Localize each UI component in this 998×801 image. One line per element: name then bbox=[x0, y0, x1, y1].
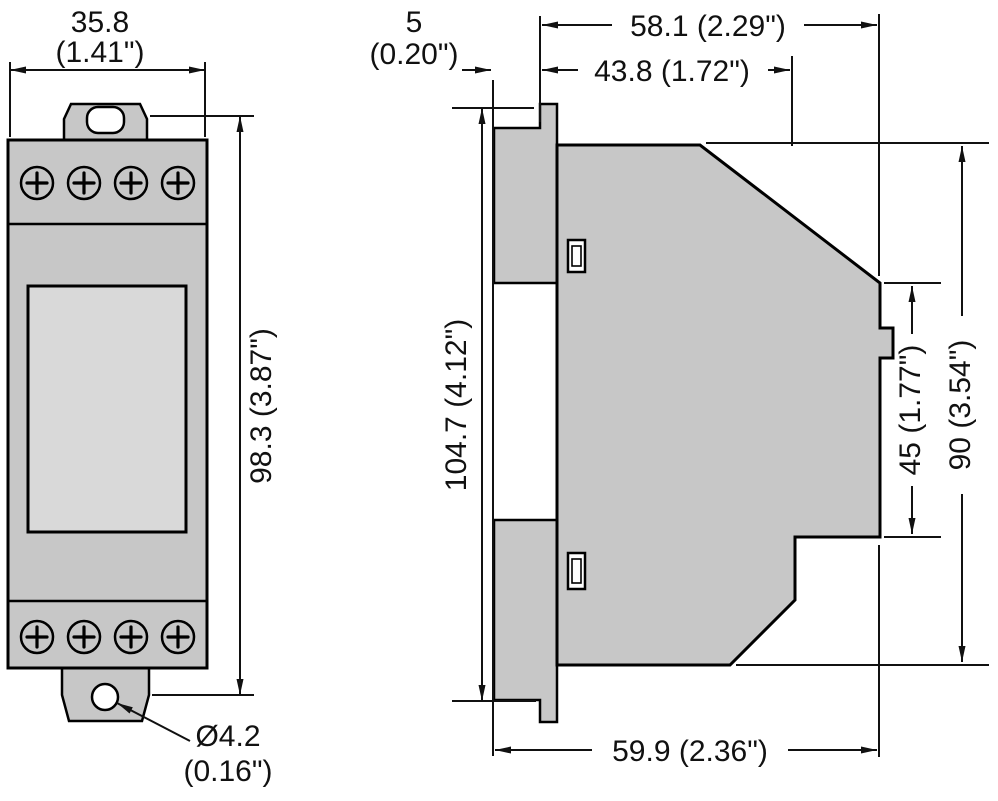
side-view bbox=[492, 102, 895, 724]
dim-rail-offset-mm: 5 bbox=[406, 6, 423, 39]
side-view-dimensions: 5 (0.20") 58.1 (2.29") 43.8 (1.72") 104.… bbox=[369, 6, 989, 768]
front-view bbox=[6, 102, 209, 723]
side-rail-clip-top bbox=[492, 102, 559, 285]
screw-head bbox=[113, 619, 149, 655]
front-view-dimensions: 35.8 (1.41") 98.3 (3.87") Ø4.2 (0.16") bbox=[9, 6, 278, 788]
hole-callout-inches: (0.16") bbox=[183, 755, 272, 788]
dim-height-right-face: 45 (1.77") bbox=[894, 345, 927, 476]
dim-depth-total: 58.1 (2.29") bbox=[630, 10, 786, 43]
leader-line bbox=[116, 702, 191, 742]
dim-front-height: 98.3 (3.87") bbox=[245, 328, 278, 484]
dim-front-width-in: (1.41") bbox=[55, 36, 144, 69]
screw-head bbox=[160, 165, 196, 201]
front-mounting-hole bbox=[90, 682, 120, 712]
front-label-panel bbox=[26, 284, 188, 534]
dim-rail-offset-in: (0.20") bbox=[369, 38, 458, 71]
dim-height-body: 90 (3.54") bbox=[944, 340, 977, 471]
side-latch-lower bbox=[566, 551, 587, 591]
screw-head bbox=[19, 165, 55, 201]
screw-head bbox=[66, 165, 102, 201]
screw-head bbox=[19, 619, 55, 655]
side-rail-clip-bottom bbox=[492, 518, 559, 724]
hole-callout-diameter: Ø4.2 bbox=[195, 720, 260, 753]
front-clip-top-slot bbox=[85, 105, 126, 135]
dim-height-total: 104.7 (4.12") bbox=[440, 319, 473, 491]
screw-head bbox=[66, 619, 102, 655]
dim-front-width-mm: 35.8 bbox=[71, 6, 129, 39]
dim-depth-lower: 59.9 (2.36") bbox=[612, 735, 768, 768]
dim-depth-upper: 43.8 (1.72") bbox=[594, 55, 750, 88]
side-latch-upper bbox=[566, 238, 587, 274]
screw-head bbox=[160, 619, 196, 655]
screw-head bbox=[113, 165, 149, 201]
side-view-body bbox=[555, 143, 895, 667]
